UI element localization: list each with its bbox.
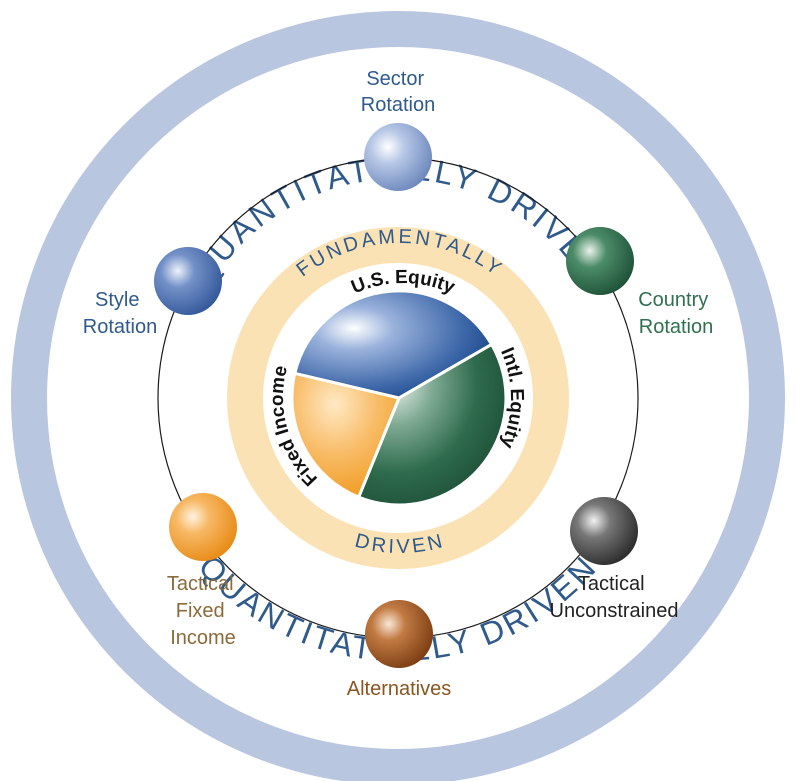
allocation-pie xyxy=(290,289,508,507)
pie-segment-intl-equity xyxy=(356,342,508,507)
outer-ring xyxy=(11,11,785,781)
tactical-fixed-income-label: Tactical Fixed Income xyxy=(167,573,239,649)
country-label: Country Rotation xyxy=(638,289,714,338)
pie-segment-fixed-income xyxy=(290,371,402,500)
orbit-node-sector: Sector Rotation xyxy=(361,68,436,191)
orbit-node-style: Style Rotation xyxy=(83,247,222,338)
gray-sphere-icon xyxy=(570,497,638,565)
alternatives-label: Alternatives xyxy=(347,678,452,700)
brown-sphere-icon xyxy=(365,600,433,668)
orbit-node-tactical-fixed-income: Tactical Fixed Income xyxy=(167,493,239,649)
inner-ring xyxy=(227,227,569,569)
orbit-node-alternatives: Alternatives xyxy=(347,600,452,700)
tactical-unconstrained-label: Tactical Unconstrained xyxy=(550,573,679,622)
orange-sphere-icon xyxy=(169,493,237,561)
orbit-node-country: Country Rotation xyxy=(566,227,714,338)
orbit-node-tactical-unconstrained: Tactical Unconstrained xyxy=(550,497,679,622)
light-blue-sphere-icon xyxy=(364,123,432,191)
style-label: Style Rotation xyxy=(83,289,158,338)
sector-label: Sector Rotation xyxy=(361,68,436,116)
green-sphere-icon xyxy=(566,227,634,295)
blue-sphere-icon xyxy=(154,247,222,315)
